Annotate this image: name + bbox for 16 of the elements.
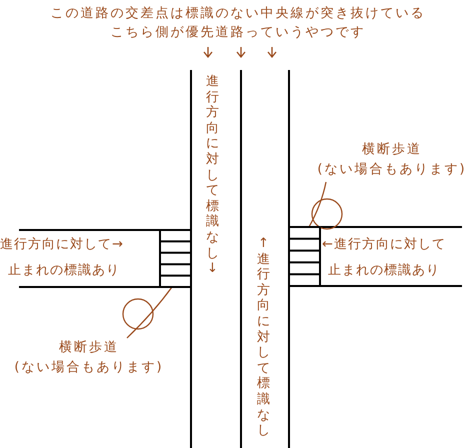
crosswalk-label: 横断歩道 [59, 339, 119, 357]
stop-sign-note: 進行方向に対して→ [0, 237, 124, 252]
crosswalk-label: 横断歩道 [362, 141, 422, 159]
heading-text: この道路の交差点は標識のない中央線が突き抜けている [50, 6, 426, 21]
leader-line [308, 182, 327, 228]
crosswalk [160, 230, 191, 287]
stop-sign-note: 止まれの標識あり [328, 263, 440, 278]
lane-note: ↑進行方向に対して標識なし [257, 236, 270, 439]
lane-note: 進行方向に対して標識なし↓ [206, 74, 219, 277]
crosswalk-note: (ない場合もあります) [317, 161, 467, 179]
crosswalk-note: (ない場合もあります) [14, 359, 164, 377]
stop-sign-note: ←進行方向に対して [322, 237, 446, 252]
stop-sign-note: 止まれの標識あり [8, 263, 120, 278]
crosswalk [289, 227, 320, 286]
leader-line [126, 286, 172, 338]
heading-text: こちら側が優先道路っていうやつです [110, 25, 366, 40]
